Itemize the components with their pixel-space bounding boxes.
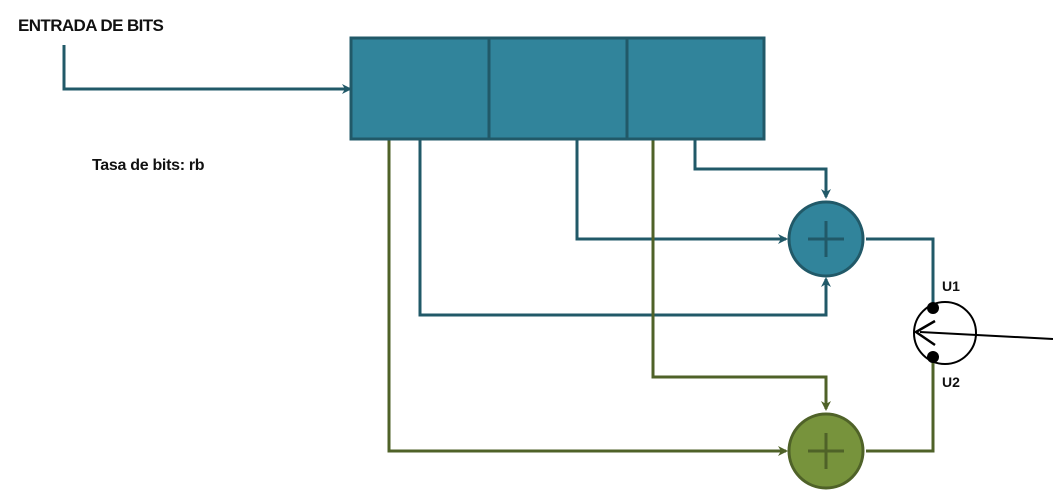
commutator-ring (913, 301, 977, 365)
register-cell-1 (349, 36, 491, 141)
tap-cell1-to-top-adder (418, 140, 831, 317)
top-adder-output-line (866, 237, 935, 307)
tap-cell1-to-bottom-adder (387, 140, 788, 456)
bit-rate-label: Tasa de bits: rb (92, 157, 205, 174)
tap-cell3-to-top-adder (693, 140, 831, 199)
output-u1-label: U1 (942, 278, 960, 294)
top-adder (787, 200, 865, 278)
contact-u1 (927, 302, 939, 314)
output-commutator (913, 301, 1053, 365)
bottom-adder (787, 412, 865, 490)
input-label: ENTRADA DE BITS (18, 16, 164, 35)
bottom-adder-output-line (866, 357, 935, 453)
commutator-arrow-icon (913, 319, 936, 347)
register-cell-2 (487, 36, 629, 141)
tap-cell2-to-top-adder (575, 140, 788, 244)
input-arrow (62, 45, 352, 94)
contact-u2 (927, 351, 939, 363)
commutator-output-line (919, 331, 1053, 340)
shift-register (349, 36, 766, 141)
output-u2-label: U2 (942, 374, 960, 390)
register-cell-3 (625, 36, 766, 141)
tap-cell3-to-bottom-adder (651, 140, 831, 411)
